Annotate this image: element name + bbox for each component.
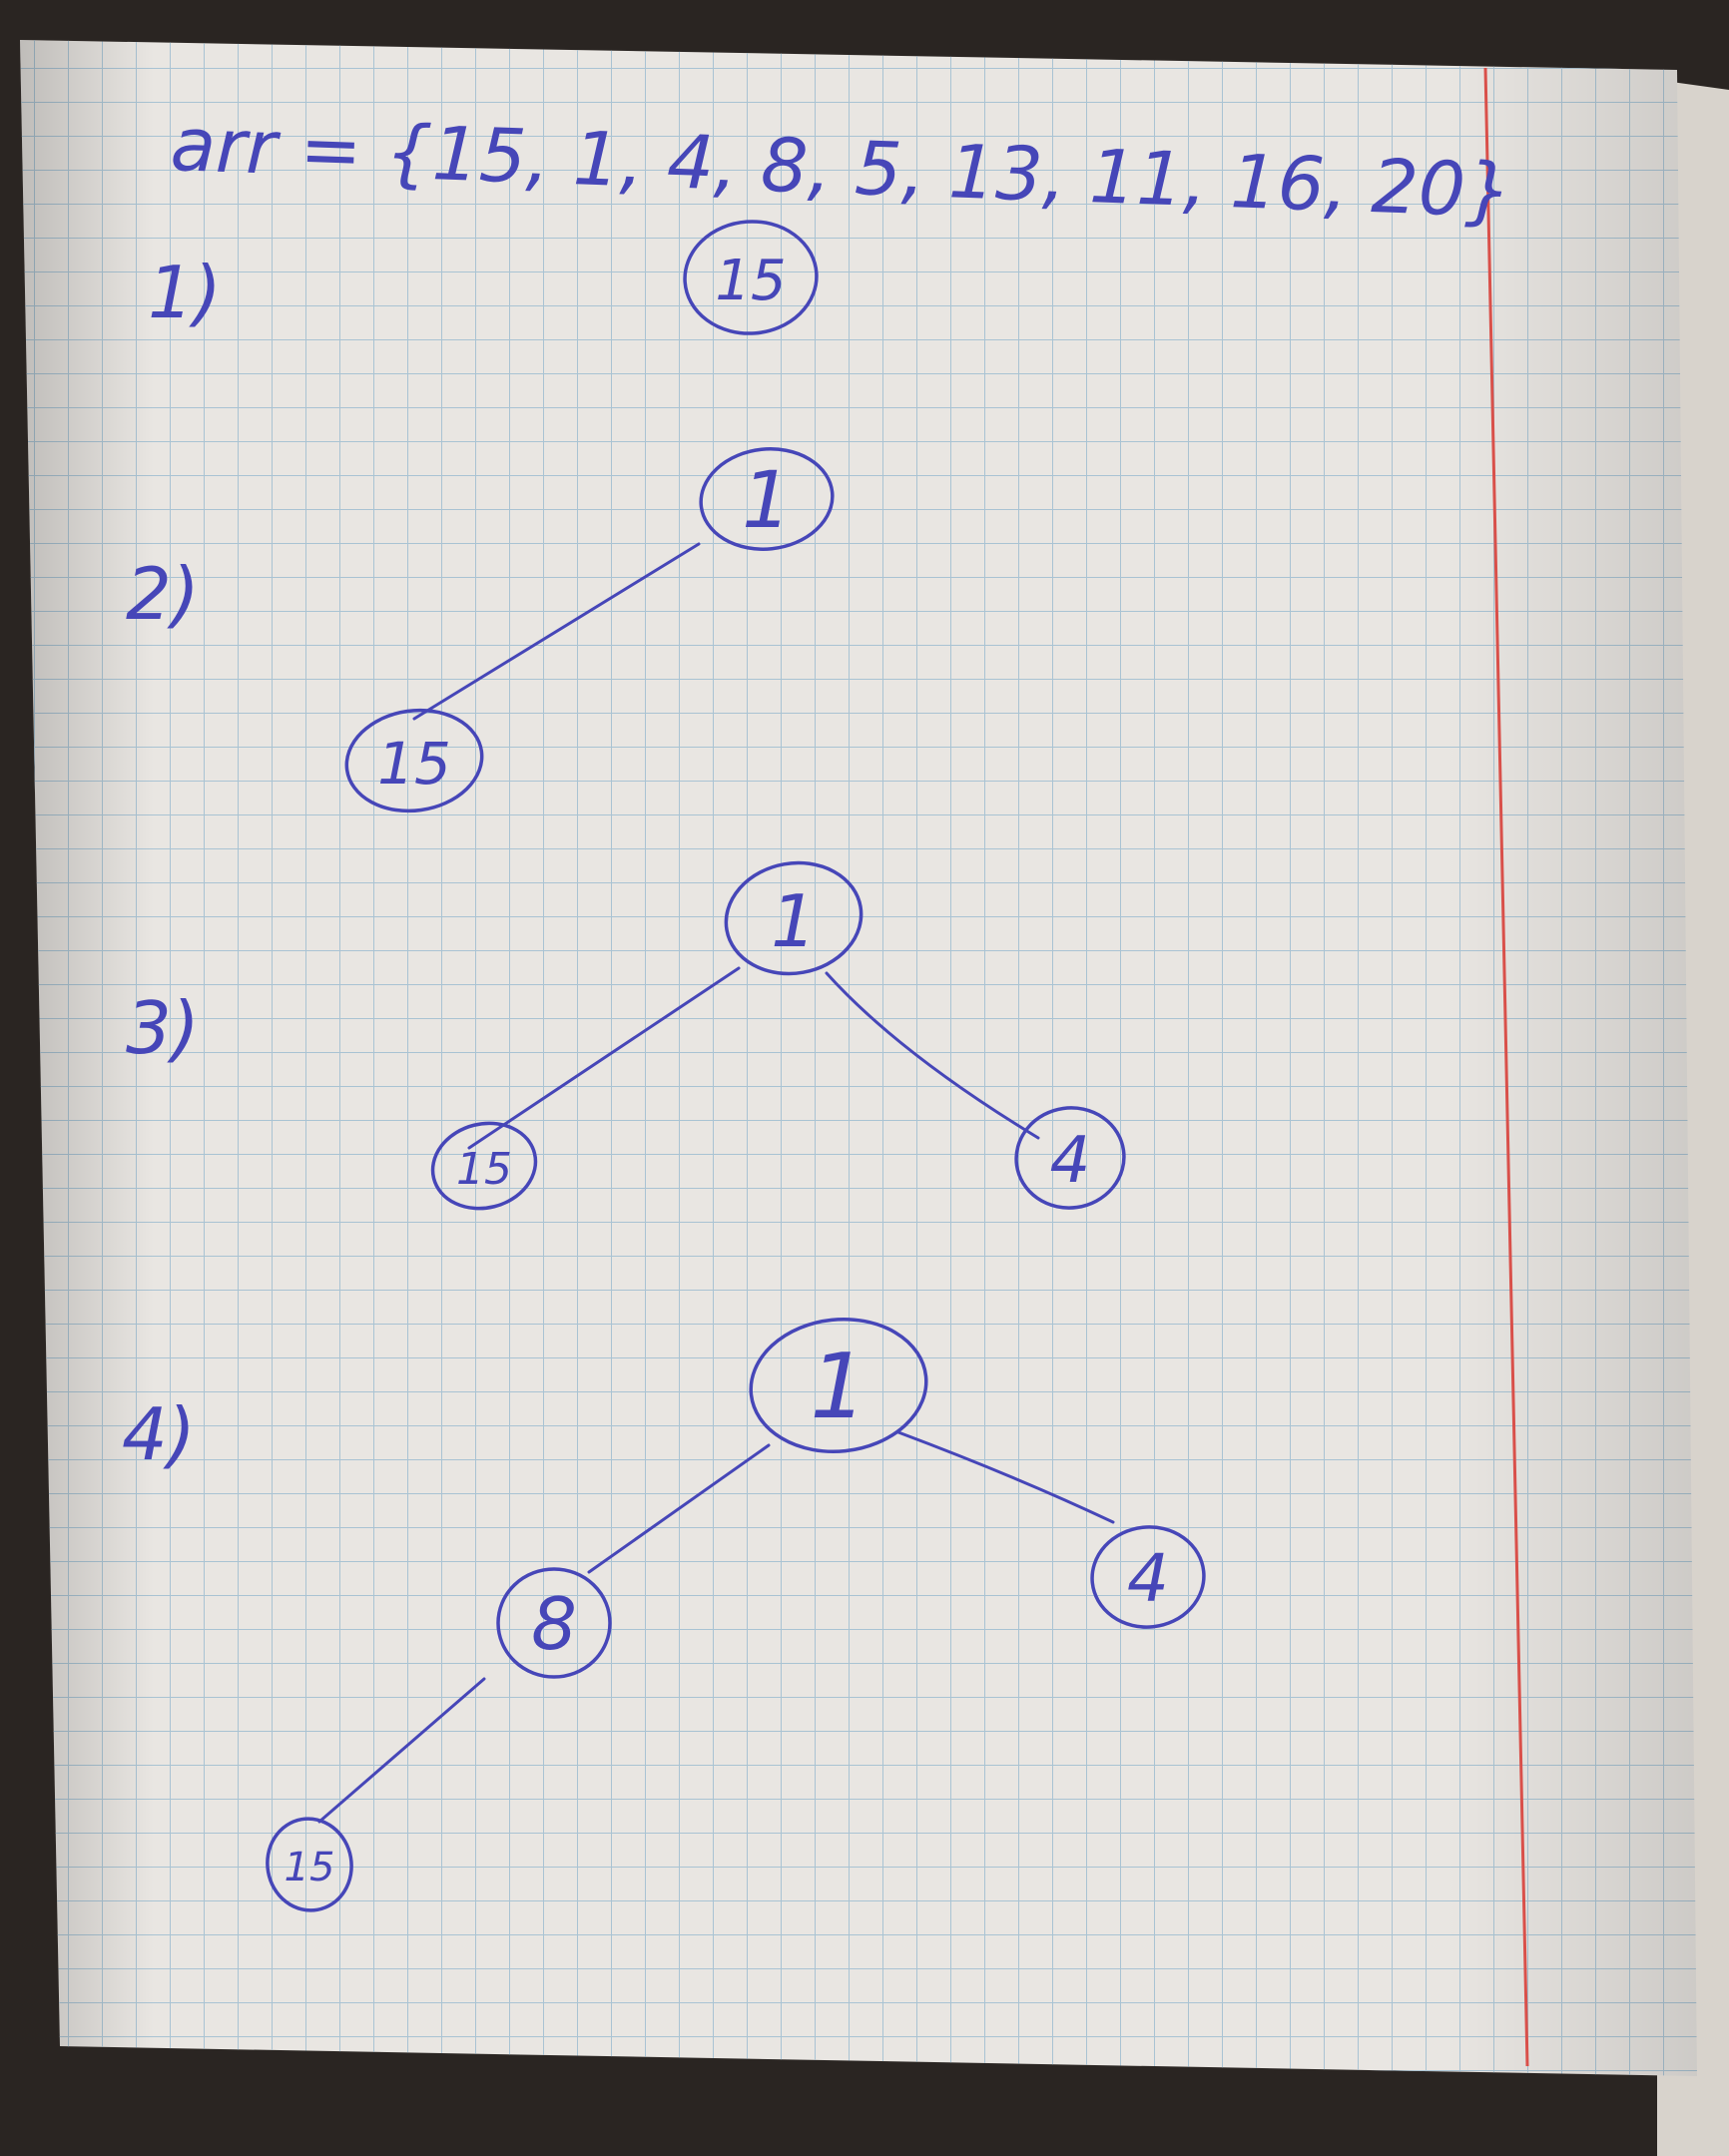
node-value: 4	[1050, 1124, 1091, 1198]
node-value: 15	[456, 1144, 512, 1195]
step-label-4: 4)	[122, 1392, 196, 1476]
node-value: 15	[377, 730, 451, 798]
node-value: 1	[810, 1335, 866, 1439]
node-step1-root: 15	[683, 220, 819, 335]
node-value: 4	[1127, 1540, 1169, 1617]
edge-step3-1-4	[825, 971, 1040, 1140]
node-step3-root: 1	[724, 860, 864, 976]
edge-step4-1-8	[587, 1443, 771, 1574]
step-label-2: 2)	[126, 552, 200, 636]
edge-step3-1-15	[467, 966, 741, 1150]
node-step4-right: 4	[1090, 1525, 1206, 1629]
node-step4-root: 1	[749, 1317, 928, 1454]
node-value: 1	[771, 879, 817, 963]
node-step4-left-left: 15	[266, 1817, 353, 1912]
page-shading	[20, 40, 1697, 2076]
node-step3-left: 15	[430, 1121, 538, 1211]
edge-step4-8-15	[317, 1677, 486, 1824]
step-label-1: 1)	[148, 251, 222, 334]
edge-step2-1-15	[412, 542, 701, 721]
tree-edges	[317, 542, 1115, 1824]
node-step3-right: 4	[1014, 1106, 1126, 1210]
node-step4-left: 8	[496, 1567, 612, 1679]
node-value: 1	[742, 456, 792, 546]
tree-nodes: 15 1 15 1 15 4 1 8	[266, 220, 1206, 1912]
red-margin-line	[1483, 67, 1529, 2067]
node-step2-root: 1	[699, 447, 835, 551]
node-value: 15	[285, 1845, 335, 1890]
node-value: 8	[531, 1582, 577, 1666]
step-label-3: 3)	[126, 986, 200, 1070]
node-value: 15	[715, 249, 786, 313]
edge-step4-1-4	[896, 1430, 1115, 1524]
node-step2-left: 15	[344, 708, 484, 813]
